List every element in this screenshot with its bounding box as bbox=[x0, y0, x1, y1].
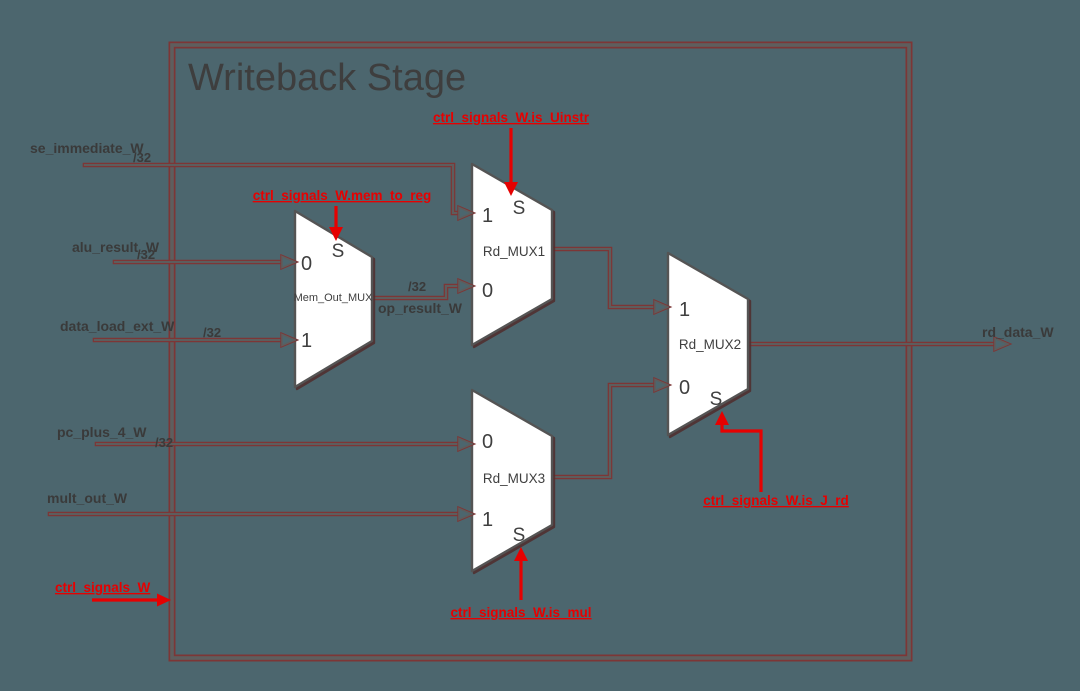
input-label-ctrl-signals: ctrl_signals_W bbox=[55, 580, 151, 595]
mux-mem-out-port-bottom: 1 bbox=[301, 330, 312, 352]
bus-width-pc-plus-4: /32 bbox=[155, 435, 173, 450]
mux-rd2 bbox=[666, 251, 750, 437]
stage-boundary-box bbox=[168, 41, 913, 662]
ctrl-label-is-uinstr: ctrl_signals_W.is_Uinstr bbox=[433, 110, 590, 125]
arrowhead-ctrl-is-j-rd bbox=[715, 411, 729, 425]
bus-width-op-result: /32 bbox=[408, 279, 426, 294]
arrowhead-ctrl-mem-to-reg bbox=[329, 227, 343, 241]
mux-rd2-select: S bbox=[710, 389, 723, 410]
mux-mem-out-name: Mem_Out_MUX bbox=[294, 292, 374, 304]
input-label-data-load-ext: data_load_ext_W bbox=[60, 318, 175, 334]
ctrl-label-mem-to-reg: ctrl_signals_W.mem_to_reg bbox=[253, 188, 432, 203]
mux-rd1-name: Rd_MUX1 bbox=[483, 244, 545, 259]
wire-rdmux3-out bbox=[549, 382, 658, 480]
mux-mem-out bbox=[293, 209, 374, 389]
signal-label-op-result: op_result_W bbox=[378, 300, 463, 316]
mux-rd1-select: S bbox=[513, 198, 526, 219]
mux-rd1-port-top: 1 bbox=[482, 205, 493, 227]
bus-width-data-load-ext: /32 bbox=[203, 325, 221, 340]
bus-width-se-immediate: /32 bbox=[133, 150, 151, 165]
wire-ctrl-is-j-rd bbox=[720, 424, 763, 492]
input-label-alu-result: alu_result_W bbox=[72, 239, 160, 255]
mux-rd1-port-bottom: 0 bbox=[482, 280, 493, 302]
output-label-rd-data: rd_data_W bbox=[982, 324, 1054, 340]
mux-mem-out-select: S bbox=[332, 241, 345, 262]
mux-rd3-select: S bbox=[513, 525, 526, 546]
mux-rd3 bbox=[470, 388, 554, 573]
arrowhead-ctrl-is-mul bbox=[514, 547, 528, 561]
stage-title: Writeback Stage bbox=[188, 57, 466, 99]
mux-rd3-name: Rd_MUX3 bbox=[483, 471, 545, 486]
ctrl-label-is-mul: ctrl_signals_W.is_mul bbox=[450, 605, 591, 620]
mux-mem-out-port-top: 0 bbox=[301, 253, 312, 275]
mux-rd2-port-bottom: 0 bbox=[679, 377, 690, 399]
arrowhead-ctrl-signals bbox=[157, 593, 171, 607]
bus-width-alu-result: /32 bbox=[137, 247, 155, 262]
input-label-mult-out: mult_out_W bbox=[47, 490, 128, 506]
wire-rdmux1-out bbox=[549, 246, 658, 310]
mux-rd3-port-top: 0 bbox=[482, 431, 493, 453]
input-label-pc-plus-4: pc_plus_4_W bbox=[57, 424, 147, 440]
mux-rd3-port-bottom: 1 bbox=[482, 509, 493, 531]
arrowhead-ctrl-is-uinstr bbox=[504, 182, 518, 196]
mux-rd2-name: Rd_MUX2 bbox=[679, 337, 741, 352]
input-label-se-immediate: se_immediate_W bbox=[30, 140, 144, 156]
ctrl-label-is-j-rd: ctrl_signals_W.is_J_rd bbox=[703, 493, 849, 508]
mux-rd2-port-top: 1 bbox=[679, 299, 690, 321]
